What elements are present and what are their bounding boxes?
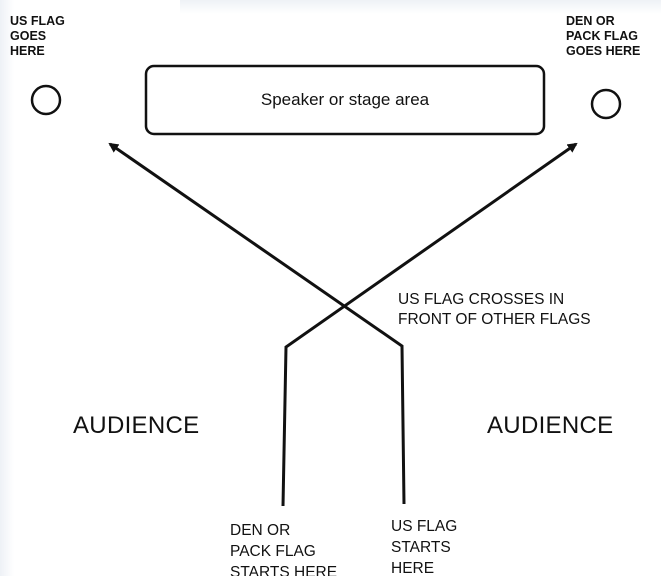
- background-tint-top: [180, 0, 661, 14]
- us-flag-path-arrow: [108, 142, 406, 505]
- den-flag-destination-circle: [590, 88, 622, 120]
- stage-label: Speaker or stage area: [260, 90, 430, 109]
- us-flag-start-label: US FLAG STARTS HERE: [391, 516, 457, 576]
- us-flag-start-line-2: STARTS: [391, 539, 451, 556]
- stage-box: [144, 64, 546, 136]
- den-flag-destination-line-2: PACK FLAG: [566, 29, 638, 43]
- us-flag-destination-line-1: US FLAG: [10, 14, 65, 28]
- den-flag-destination-line-1: DEN OR: [566, 14, 615, 28]
- den-flag-start-line-1: DEN OR: [230, 522, 291, 539]
- audience-left-label: AUDIENCE: [73, 412, 200, 439]
- crossing-note: US FLAG CROSSES IN FRONT OF OTHER FLAGS: [398, 290, 591, 330]
- crossing-note-line-2: FRONT OF OTHER FLAGS: [398, 311, 591, 328]
- den-flag-destination-label: DEN OR PACK FLAG GOES HERE: [566, 14, 640, 59]
- audience-right-label: AUDIENCE: [487, 412, 614, 439]
- us-flag-destination-circle: [30, 84, 62, 116]
- den-flag-start-label: DEN OR PACK FLAG STARTS HERE: [230, 520, 337, 576]
- den-flag-destination-line-3: GOES HERE: [566, 44, 641, 58]
- den-flag-start-line-3: STARTS HERE: [230, 564, 338, 576]
- background-tint-left: [0, 0, 14, 576]
- us-flag-destination-line-2: GOES: [10, 29, 47, 43]
- us-flag-start-line-3: HERE: [391, 560, 435, 576]
- crossing-note-line-1: US FLAG CROSSES IN: [398, 291, 565, 308]
- den-flag-path-arrow: [281, 142, 578, 507]
- us-flag-destination-line-3: HERE: [10, 44, 45, 58]
- us-flag-destination-label: US FLAG GOES HERE: [10, 14, 65, 59]
- den-flag-start-line-2: PACK FLAG: [230, 543, 316, 560]
- us-flag-start-line-1: US FLAG: [391, 518, 458, 535]
